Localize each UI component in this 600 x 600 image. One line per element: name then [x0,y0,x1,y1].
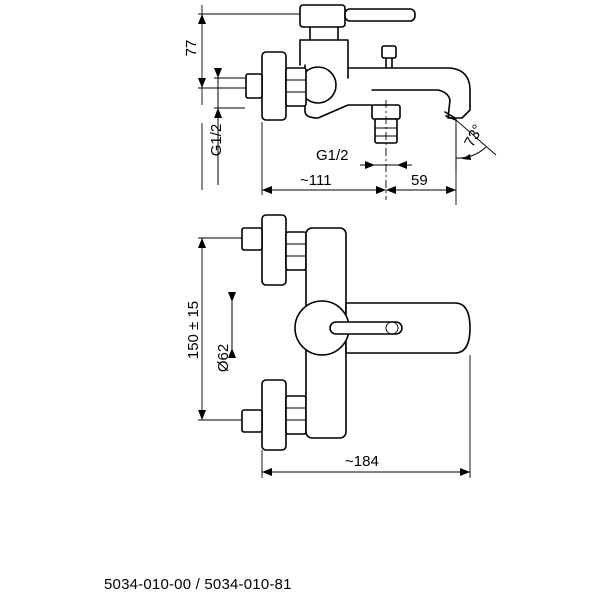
dim-spout-offset-label: 59 [411,172,428,189]
dim-centers-label: 150 ± 15 [185,301,202,359]
front-view [198,214,471,478]
dim-width-label: ~184 [345,453,379,470]
dim-angle-label: 73° [461,122,487,150]
model-number-caption: 5034-010-00 / 5034-010-81 [104,576,292,593]
dim-thread-left-label: G1/2 [208,124,225,157]
dim-diameter-label: Ø62 [215,344,232,372]
dim-height-top-label: 77 [183,40,200,57]
dim-thread-bottom-label: G1/2 [316,147,349,164]
side-view [198,4,497,205]
dim-projection-label: ~111 [300,172,332,189]
